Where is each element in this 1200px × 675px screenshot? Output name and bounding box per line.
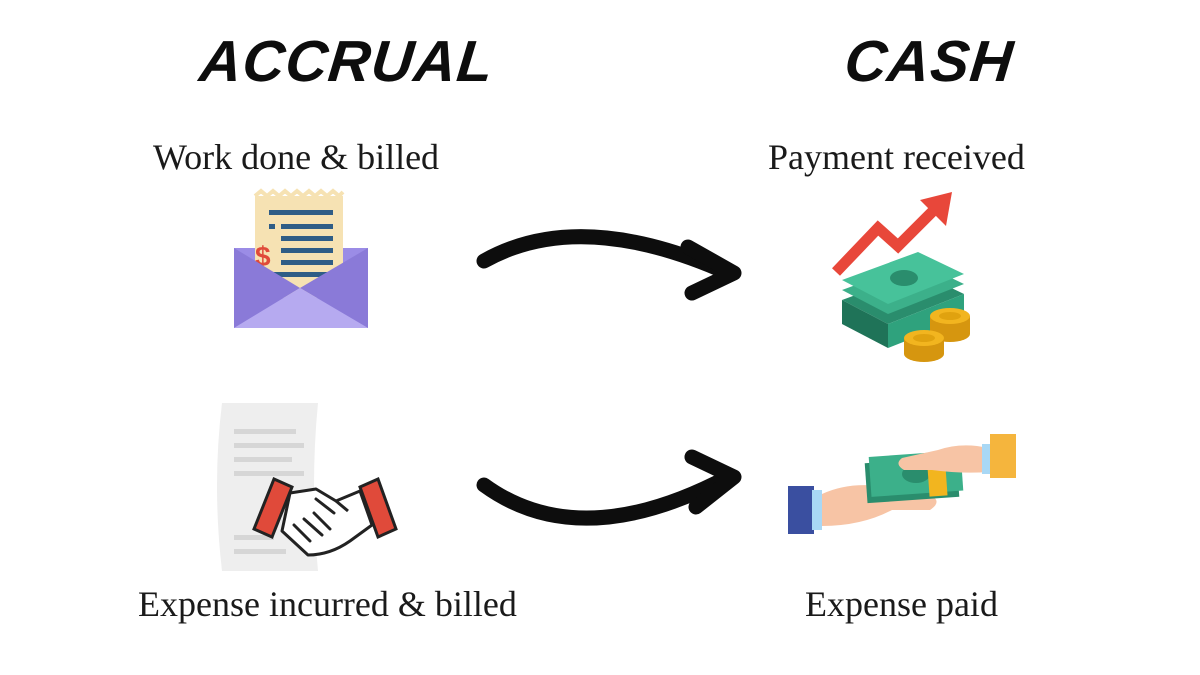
arrow-right-icon (476, 229, 742, 301)
money-growth-icon (832, 192, 970, 362)
arrow-right-icon (476, 449, 742, 526)
hand-payment-icon (788, 434, 1016, 534)
accrual-heading: ACCRUAL (196, 29, 498, 94)
expense-incurred-label: Expense incurred & billed (138, 584, 517, 624)
expense-paid-label: Expense paid (805, 584, 998, 624)
handshake-contract-icon (217, 403, 398, 571)
invoice-envelope-icon: $ (234, 188, 368, 328)
work-done-label: Work done & billed (153, 137, 440, 177)
cash-heading: CASH (841, 29, 1017, 94)
payment-received-label: Payment received (768, 137, 1025, 177)
